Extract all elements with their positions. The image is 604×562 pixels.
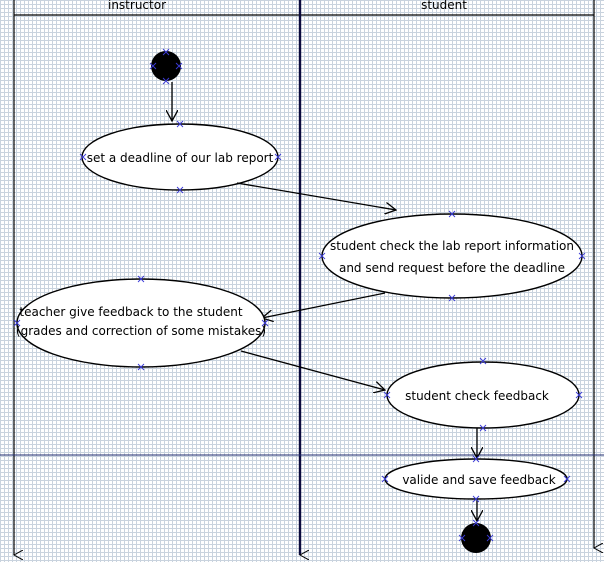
initial-node[interactable] <box>151 51 181 81</box>
activity-check-info-label-1: student check the lab report information <box>330 239 574 253</box>
activity-check-info-label-2: and send request before the deadline <box>339 261 565 275</box>
lane-title-student: student <box>421 0 467 12</box>
activity-feedback[interactable] <box>16 278 266 368</box>
flow-deadline-to-check-info <box>236 182 396 210</box>
final-node[interactable] <box>461 523 491 553</box>
activity-save-feedback-label: valide and save feedback <box>402 473 555 487</box>
activity-deadline-label: set a deadline of our lab report <box>87 151 274 165</box>
selection-handles <box>13 48 586 542</box>
activity-check-feedback-label: student check feedback <box>405 389 549 403</box>
activity-feedback-label-1: teacher give feedback to the student <box>19 305 243 319</box>
activity-feedback-label-2: (grades and correction of some mistakes) <box>16 324 266 338</box>
lane-title-instructor: instructor <box>108 0 166 12</box>
activity-check-info[interactable] <box>321 213 583 299</box>
flow-feedback-to-check-feedback <box>240 350 385 390</box>
flow-check-info-to-feedback <box>262 292 386 318</box>
